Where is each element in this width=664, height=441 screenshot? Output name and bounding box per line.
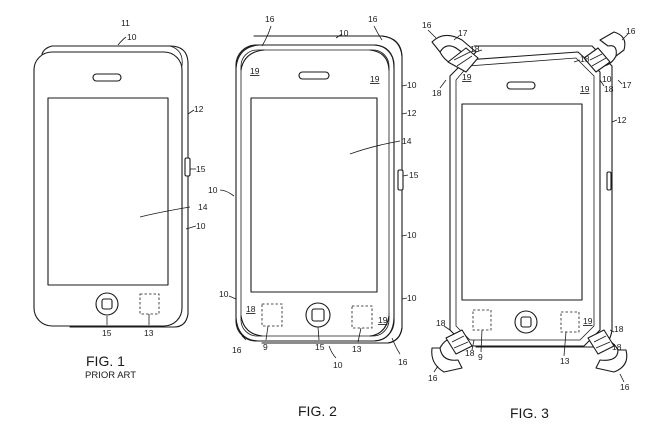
fig2-ref-10-top: 10 [339, 28, 349, 38]
fig3-ref-12: 12 [617, 115, 627, 125]
fig1-ref-15-bottom: 15 [102, 328, 112, 338]
fig3-ref-18-br-a: 18 [614, 324, 624, 334]
fig3-home-button [514, 310, 538, 334]
fig3-ref-16-br: 16 [620, 382, 630, 392]
fig2-region-9 [261, 303, 283, 327]
fig2-home-button [305, 302, 331, 328]
fig1-sensor-region [139, 293, 160, 315]
fig2-earpiece [298, 71, 330, 80]
fig2-ref-15-bottom: 15 [315, 342, 325, 352]
fig3-bumper-top-right [583, 31, 626, 73]
fig3-region-13 [560, 311, 580, 333]
fig3-ref-18-tr-a: 18 [580, 54, 590, 64]
fig1-ref-10-side: 10 [196, 221, 206, 231]
fig2-region-13 [351, 305, 373, 329]
fig2-ref-10-left: 10 [208, 185, 218, 195]
fig3-ref-16-tl: 16 [422, 20, 432, 30]
fig3-ref-19-tr: 19 [580, 84, 590, 94]
fig2-ref-16-bl: 16 [232, 345, 242, 355]
fig1-ref-12: 12 [194, 104, 204, 114]
fig1-device [33, 45, 191, 328]
fig1-screen [47, 97, 169, 286]
fig1-ref-13: 13 [144, 328, 154, 338]
fig3-ref-19-br: 19 [583, 316, 593, 326]
fig3-ref-13: 13 [560, 356, 570, 366]
fig3-leaders [427, 29, 629, 383]
fig3-ref-labels: 16 17 18 18 19 18 16 18 17 19 10 12 18 1… [422, 20, 636, 392]
fig1-ref-15-side: 15 [196, 164, 206, 174]
fig1-ref-labels: 11 10 12 15 14 10 15 13 [102, 18, 208, 338]
fig1-earpiece [92, 73, 122, 82]
fig2-ref-13: 13 [352, 344, 362, 354]
fig1-side-button [184, 157, 191, 177]
fig3-ref-18-tl-a: 18 [470, 44, 480, 54]
fig3-ref-18-bl-a: 18 [436, 318, 446, 328]
fig3-caption: FIG. 3 [510, 405, 549, 421]
fig3-bumper-top-left [431, 34, 479, 73]
fig2-ref-12: 12 [407, 108, 417, 118]
fig2-screen [250, 97, 378, 293]
fig2-device [235, 35, 404, 344]
fig2-ref-14: 14 [402, 136, 412, 146]
fig3-ref-16-bl: 16 [428, 373, 438, 383]
fig1-caption: FIG. 1 [86, 353, 125, 369]
fig2-caption: FIG. 2 [298, 403, 337, 419]
fig2-ref-10-right-low: 10 [407, 293, 417, 303]
fig3-ref-18-tl-b: 18 [432, 88, 442, 98]
fig1-ref-10-top: 10 [127, 32, 137, 42]
fig2-ref-19-tl: 19 [250, 66, 260, 76]
fig3-bumper-bottom-right [587, 329, 628, 373]
fig2-ref-19-tr: 19 [370, 74, 380, 84]
fig3-ref-18-bl-b: 18 [465, 348, 475, 358]
fig2-ref-16-tl: 16 [265, 14, 275, 24]
fig2-ref-18: 18 [246, 304, 256, 314]
fig2-ref-10-left-low: 10 [219, 289, 229, 299]
fig2-ref-9: 9 [263, 342, 268, 352]
fig3-ref-10: 10 [602, 74, 612, 84]
fig3-ref-18-br-b: 18 [612, 342, 622, 352]
fig1-subcaption: PRIOR ART [85, 370, 136, 381]
fig3-region-9 [472, 309, 492, 331]
fig3-earpiece [506, 81, 536, 90]
fig2-ref-16-tr: 16 [368, 14, 378, 24]
fig2-leaders [219, 25, 409, 359]
fig2-ref-19-br: 19 [378, 315, 388, 325]
fig3-ref-18-tr-b: 18 [604, 84, 614, 94]
fig3-ref-16-tr: 16 [626, 26, 636, 36]
fig3-screen [461, 103, 583, 301]
fig1-ref-14: 14 [198, 202, 208, 212]
fig3-ref-19-tl: 19 [462, 72, 472, 82]
fig3-bumper-bottom-left [431, 329, 473, 373]
fig2-ref-10-tr: 10 [407, 80, 417, 90]
fig3-side-button [606, 171, 612, 191]
fig2-ref-10-bottom: 10 [333, 360, 343, 370]
fig1-ref-11: 11 [121, 18, 130, 28]
fig2-ref-10-right-mid: 10 [407, 230, 417, 240]
fig3-ref-9: 9 [478, 352, 483, 362]
fig1-home-button [95, 292, 119, 316]
fig3-ref-17-tr: 17 [622, 80, 632, 90]
fig2-side-button [397, 169, 404, 191]
fig2-ref-15-side: 15 [409, 170, 419, 180]
fig3-ref-17-tl: 17 [458, 28, 468, 38]
fig1-leaders [106, 36, 197, 325]
fig2-ref-16-br: 16 [398, 357, 408, 367]
fig2-ref-labels: 16 10 16 19 19 10 12 14 10 15 10 10 10 1… [208, 14, 419, 370]
